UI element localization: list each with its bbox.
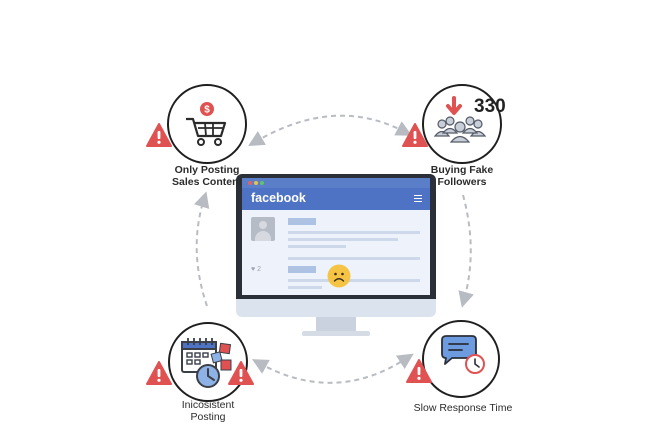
node-label: Inicosistent Posting [181, 399, 235, 423]
warning-icon [146, 123, 172, 147]
node-inconsistent-posting [168, 322, 248, 402]
follower-count: 330 [474, 96, 506, 117]
calendar-clock-icon [178, 334, 240, 392]
post-line [288, 286, 322, 289]
post-line [288, 245, 346, 248]
monitor-chin [236, 299, 436, 317]
post-line [288, 279, 420, 282]
like-count[interactable]: ♥ 2 [251, 266, 261, 273]
warning-icon [146, 361, 172, 385]
node-label: Buying Fake Followers [430, 164, 494, 188]
facebook-logo[interactable]: facebook [251, 191, 306, 205]
window-titlebar [242, 178, 430, 188]
hamburger-menu-icon[interactable] [414, 195, 422, 202]
warning-icon [228, 361, 254, 385]
window-min-dot[interactable] [254, 181, 258, 185]
warning-icon [402, 123, 428, 147]
window-close-dot[interactable] [248, 181, 252, 185]
post-title-bar [288, 218, 316, 225]
profile-avatar[interactable] [251, 217, 275, 241]
node-label: Slow Response Time [413, 402, 513, 414]
node-fake-followers [422, 84, 502, 164]
sad-face-icon [327, 264, 351, 288]
post-title-bar [288, 266, 316, 273]
post-line [288, 231, 420, 234]
shopping-cart-dollar-icon: $ [181, 98, 235, 152]
warning-icon [406, 359, 432, 383]
chat-clock-icon [436, 334, 492, 386]
like-count-value: 2 [257, 266, 262, 273]
node-sales-content: $ [167, 84, 247, 164]
window-max-dot[interactable] [260, 181, 264, 185]
followers-group-icon [432, 96, 496, 152]
monitor-neck [316, 317, 356, 331]
monitor: facebook ♥ 2 [236, 174, 436, 340]
post-line [288, 257, 420, 260]
post-line [288, 238, 398, 241]
heart-icon: ♥ [251, 266, 256, 273]
monitor-stand [302, 331, 370, 336]
facebook-header: facebook [242, 188, 430, 210]
monitor-screen: facebook ♥ 2 [242, 178, 430, 295]
node-label: Only Posting Sales Content [171, 164, 242, 188]
node-slow-response [422, 320, 500, 398]
svg-text:$: $ [204, 105, 210, 116]
